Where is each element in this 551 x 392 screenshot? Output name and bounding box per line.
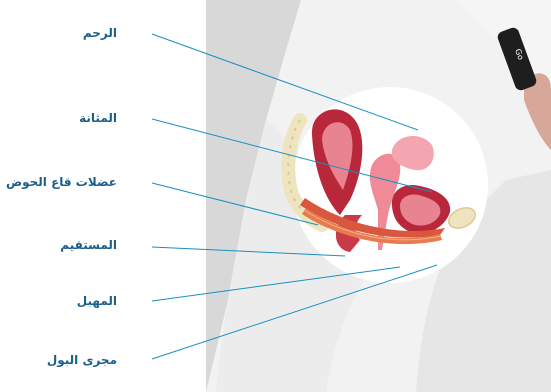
leader-line-urethra (152, 265, 437, 359)
label-urethra: مجرى البول (47, 353, 117, 367)
leader-line-vagina (152, 267, 400, 301)
label-bladder: المثانة (79, 111, 117, 125)
label-uterus: الرحم (83, 26, 117, 40)
label-vagina: المهبل (77, 294, 117, 308)
label-pelvic-floor: عضلات قاع الحوض (6, 175, 117, 189)
leader-line-uterus (152, 34, 418, 130)
label-rectum: المستقيم (60, 238, 117, 252)
